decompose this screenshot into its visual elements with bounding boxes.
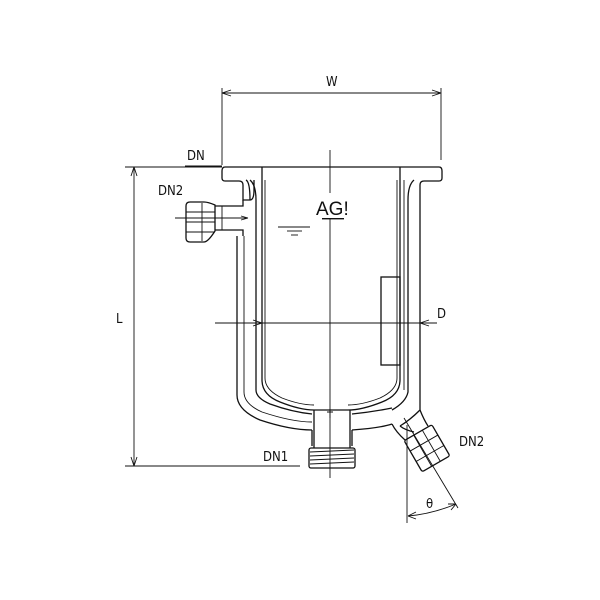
vessel-body [221, 166, 443, 469]
angle-label: θ [426, 497, 433, 512]
side-nozzle-label: DN2 [158, 184, 183, 199]
flange-label: DN [187, 149, 205, 164]
bottom-outlet-label: DN1 [263, 450, 288, 465]
ag-logo: AG! [315, 193, 369, 220]
angled-nozzle-label: DN2 [459, 435, 484, 450]
thread [308, 447, 356, 469]
center-mark [327, 409, 333, 418]
length-label: L [116, 312, 123, 327]
angled-nozzle [391, 409, 459, 523]
sight-window [380, 276, 401, 366]
logo-text: AG! [316, 199, 349, 220]
diameter-label: D [437, 307, 446, 322]
width-dimension [221, 88, 442, 165]
diameter-dimension [215, 319, 437, 327]
liquid-level-icon [278, 226, 310, 236]
length-dimension [125, 166, 300, 467]
width-label: W [326, 75, 338, 90]
side-nozzle [175, 200, 249, 243]
